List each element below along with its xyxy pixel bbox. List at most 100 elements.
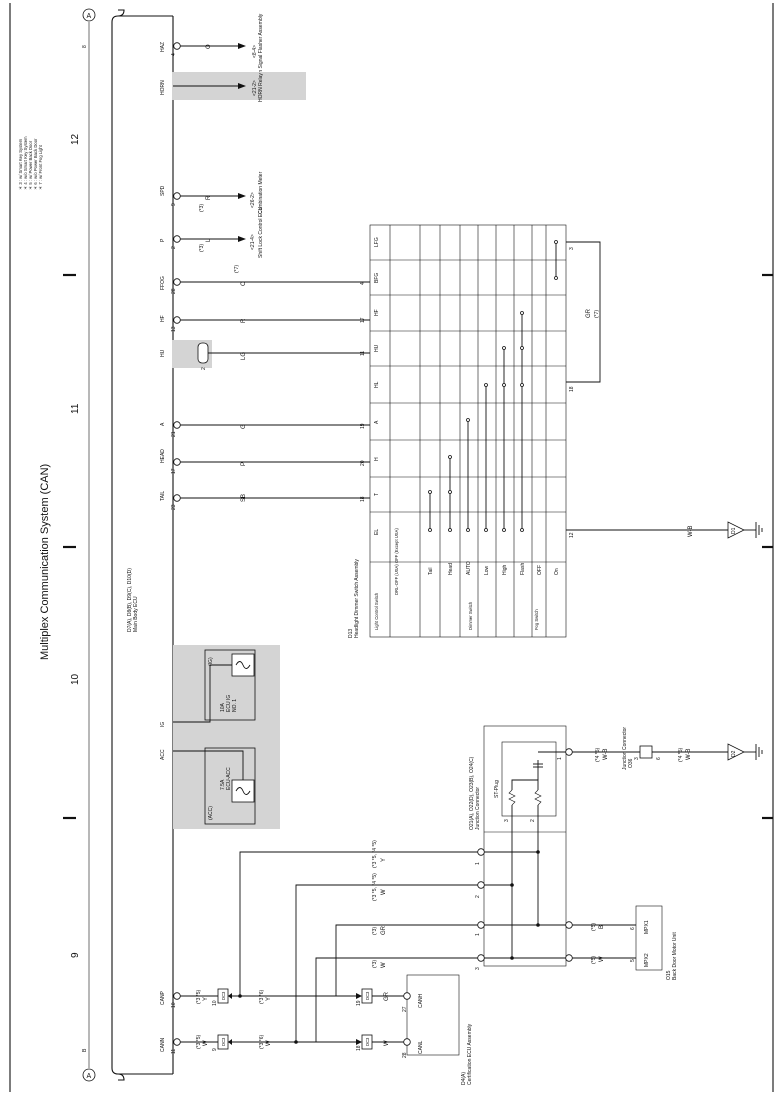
svg-text:(*3): (*3) bbox=[372, 927, 378, 935]
svg-text:9: 9 bbox=[171, 203, 177, 206]
svg-text:(IG): (IG) bbox=[208, 657, 214, 666]
svg-text:Combination Meter: Combination Meter bbox=[258, 171, 264, 214]
haz-line: O Turn Signal Flasher Assembly <8-4> bbox=[180, 13, 264, 80]
ecu-pin-circles bbox=[173, 42, 181, 1046]
column-number-9: 9 bbox=[70, 952, 81, 958]
svg-text:MPX2: MPX2 bbox=[644, 953, 650, 967]
svg-text:W: W bbox=[381, 889, 387, 895]
svg-text:CANN: CANN bbox=[160, 1037, 166, 1052]
svg-text:1: 1 bbox=[557, 757, 563, 760]
back-door-motor-unit: B (*5) W (*5) 6 5 MPX1 MPX2 O15 Back Doo… bbox=[572, 905, 678, 980]
col-hl: HL bbox=[374, 381, 380, 388]
svg-text:(ACC): (ACC) bbox=[208, 806, 214, 820]
svg-text:27: 27 bbox=[402, 1006, 408, 1012]
svg-text:P: P bbox=[160, 238, 166, 242]
note-5: ＊ 7 : w/ Front Fog Light bbox=[38, 144, 43, 190]
svg-text:(*3 *5): (*3 *5) bbox=[196, 989, 202, 1004]
note-4: ＊ 6 : w/o Power Back Door bbox=[33, 138, 38, 190]
junction-connector: ST-Plug O21(A), O22(D), O23(B), O24(C) J… bbox=[469, 725, 573, 970]
svg-text:Flash: Flash bbox=[520, 563, 526, 575]
svg-text:6: 6 bbox=[630, 927, 636, 930]
svg-text:W: W bbox=[599, 956, 605, 962]
col-a: A bbox=[374, 420, 380, 424]
svg-text:HAZ: HAZ bbox=[160, 42, 166, 52]
svg-text:CANP: CANP bbox=[160, 990, 166, 1005]
svg-text:Head: Head bbox=[448, 563, 454, 575]
notes: ＊ 3 : w/ Smart Key System ＊ 4 : w/o Smar… bbox=[18, 136, 43, 190]
column-number-10: 10 bbox=[70, 673, 81, 685]
svg-text:(*5): (*5) bbox=[591, 923, 597, 931]
svg-text:5: 5 bbox=[630, 959, 636, 962]
svg-text:W: W bbox=[384, 1040, 390, 1046]
svg-text:L: L bbox=[206, 238, 212, 242]
svg-text:IG: IG bbox=[160, 722, 166, 727]
svg-text:Y: Y bbox=[203, 997, 209, 1001]
note-3: ＊ 5 : w/ Power Back Door bbox=[28, 140, 33, 190]
svg-text:A: A bbox=[87, 13, 92, 20]
svg-text:18: 18 bbox=[569, 386, 575, 392]
svg-text:NO. 1: NO. 1 bbox=[232, 699, 238, 712]
svg-text:28: 28 bbox=[402, 1052, 408, 1058]
svg-text:A: A bbox=[160, 422, 166, 426]
group-light-control: Light Control Switch bbox=[374, 592, 379, 630]
switch-wires: O (*7) 4 R 17 LG 11 2 G 19 P 20 SB 18 bbox=[172, 265, 370, 502]
svg-text:HORN Relay: HORN Relay bbox=[258, 73, 264, 102]
svg-text:9: 9 bbox=[212, 1048, 218, 1051]
svg-text:3: 3 bbox=[504, 819, 510, 822]
svg-text:DC3: DC3 bbox=[221, 991, 226, 1000]
col-hf: HF bbox=[374, 309, 380, 316]
svg-text:ST-Plug: ST-Plug bbox=[494, 780, 500, 798]
svg-text:(*3 *6): (*3 *6) bbox=[259, 1034, 265, 1049]
svg-text:<8-4>: <8-4> bbox=[252, 45, 258, 58]
svg-text:3: 3 bbox=[475, 967, 481, 970]
svg-text:3: 3 bbox=[634, 757, 640, 760]
horn-relay: HORN Relay <21-2> bbox=[172, 72, 306, 102]
note-1: ＊ 3 : w/ Smart Key System bbox=[18, 138, 23, 190]
svg-text:(*7): (*7) bbox=[234, 265, 240, 273]
svg-text:HU: HU bbox=[160, 349, 166, 357]
svg-text:W-B: W-B bbox=[686, 748, 692, 760]
svg-text:(*4 *5): (*4 *5) bbox=[595, 747, 601, 762]
ref-marker-top: A 8 bbox=[82, 8, 96, 48]
svg-text:DC3: DC3 bbox=[221, 1037, 226, 1046]
svg-text:19: 19 bbox=[360, 423, 366, 429]
svg-text:(*4 *5): (*4 *5) bbox=[678, 747, 684, 762]
svg-text:W: W bbox=[203, 1040, 209, 1046]
column-number-11: 11 bbox=[70, 403, 81, 414]
svg-text:O15: O15 bbox=[666, 970, 672, 980]
main-body-ecu: D7(A), D8(B), D9(C), D10(D) Main Body EC… bbox=[111, 9, 174, 1081]
fog-return: 3 18 GR (*7) bbox=[566, 241, 601, 392]
svg-text:OFF: OFF bbox=[537, 565, 543, 575]
svg-text:2: 2 bbox=[201, 367, 207, 370]
can-lines: Y (*3 *5, *4 *5) W (*3 *5, *4 *5) GR (*3… bbox=[239, 840, 478, 1043]
svg-text:D4(A): D4(A) bbox=[461, 1072, 467, 1085]
svg-text:ECU IG: ECU IG bbox=[226, 695, 232, 712]
svg-text:6: 6 bbox=[656, 757, 662, 760]
col-hu: HU bbox=[374, 344, 380, 352]
svg-text:AUTO: AUTO bbox=[466, 561, 472, 575]
junction-o36: W-B (*4 *5) W-B (*4 *5) 3 6 O36 Junction… bbox=[572, 727, 763, 770]
svg-text:(*3): (*3) bbox=[372, 960, 378, 968]
svg-text:GR: GR bbox=[381, 925, 387, 935]
svg-text:Junction Connector: Junction Connector bbox=[622, 727, 628, 770]
svg-text:12: 12 bbox=[569, 532, 575, 538]
svg-text:MPX1: MPX1 bbox=[644, 920, 650, 934]
svg-text:<26-2>: <26-2> bbox=[250, 192, 256, 208]
col-t: T bbox=[374, 493, 380, 496]
col-bfg: BFG bbox=[374, 273, 380, 283]
page-frame bbox=[9, 3, 774, 1092]
certification-ecu: CANH CANL 27 28 D4(A) Certification ECU … bbox=[402, 974, 473, 1085]
svg-text:D1: D1 bbox=[731, 527, 737, 534]
svg-text:8: 8 bbox=[82, 45, 88, 48]
svg-text:17: 17 bbox=[171, 468, 177, 474]
svg-text:(*7): (*7) bbox=[594, 310, 600, 318]
svg-text:O36: O36 bbox=[628, 758, 634, 768]
dimmer-switch-table: EL T H A HL HU HF BFG LFG Light Control … bbox=[348, 224, 567, 638]
svg-text:Back Door Motor Unit: Back Door Motor Unit bbox=[672, 932, 678, 980]
svg-text:2: 2 bbox=[530, 819, 536, 822]
svg-text:G: G bbox=[241, 424, 247, 429]
svg-text:B: B bbox=[599, 925, 605, 929]
svg-text:<21-4>: <21-4> bbox=[250, 234, 256, 250]
svg-text:11: 11 bbox=[360, 351, 366, 356]
svg-text:P: P bbox=[241, 462, 247, 466]
